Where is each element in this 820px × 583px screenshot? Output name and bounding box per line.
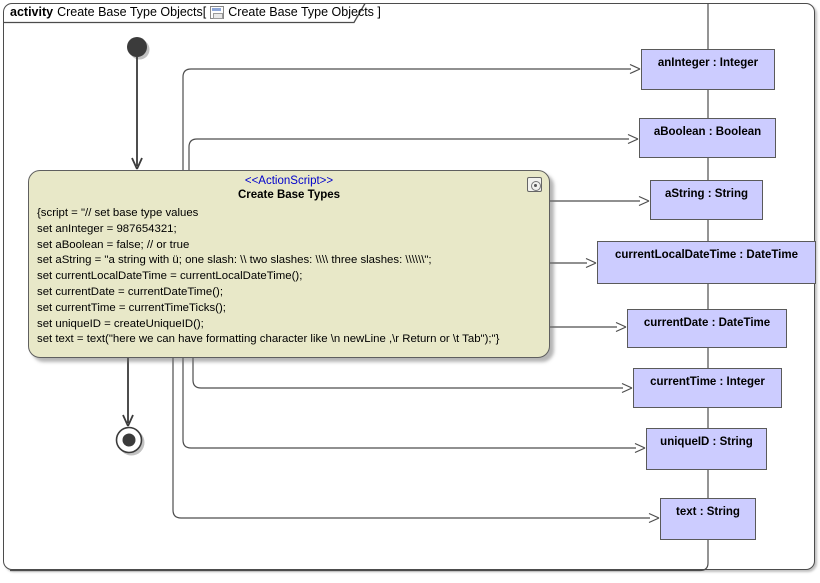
frame-keyword: activity (10, 5, 54, 19)
object-node-label: text : String (676, 506, 740, 518)
action-create-base-types[interactable]: <<ActionScript>> Create Base Types {scri… (28, 170, 550, 358)
flow-to-aninteger[interactable] (182, 63, 641, 171)
flow-to-currentdate[interactable] (550, 321, 627, 333)
object-node-currenttime[interactable]: currentTime : Integer (633, 368, 782, 408)
script-action-icon (527, 177, 542, 192)
script-line: set aBoolean = false; // or true (37, 238, 190, 251)
flow-to-text[interactable] (172, 358, 660, 524)
object-node-label: currentLocalDateTime : DateTime (615, 249, 798, 261)
frame-title: activity Create Base Type Objects[ Creat… (10, 5, 381, 19)
script-line: set currentTime = currentTimeTicks(); (37, 301, 226, 314)
flow-action-to-final[interactable] (122, 358, 134, 427)
script-line: set anInteger = 987654321; (37, 222, 177, 235)
object-node-aboolean[interactable]: aBoolean : Boolean (639, 118, 776, 158)
script-line: set aString = "a string with ü; one slas… (37, 254, 432, 267)
flow-to-aboolean[interactable] (188, 133, 639, 171)
final-node-dot (122, 433, 136, 447)
object-node-currentdate[interactable]: currentDate : DateTime (627, 309, 787, 348)
action-script-body: {script = "// set base type values set a… (29, 206, 549, 348)
initial-node[interactable] (127, 37, 147, 57)
object-node-label: aBoolean : Boolean (653, 126, 762, 138)
flow-to-currentlocaldatetime[interactable] (550, 257, 597, 269)
activity-diagram-icon (210, 5, 225, 19)
object-node-label: currentDate : DateTime (643, 317, 771, 329)
flow-to-currenttime[interactable] (192, 358, 633, 394)
action-stereotype: <<ActionScript>> (244, 175, 334, 187)
object-node-label: uniqueID : String (660, 436, 753, 448)
flow-to-astring[interactable] (550, 195, 650, 207)
object-node-label: aString : String (664, 188, 749, 200)
object-node-label: anInteger : Integer (657, 57, 759, 69)
title-tab-outline (3, 3, 366, 24)
object-node-label: currentTime : Integer (650, 376, 765, 388)
object-node-text[interactable]: text : String (660, 498, 756, 540)
script-line: set text = text("here we can have format… (37, 333, 500, 346)
object-node-chain-line[interactable] (10, 4, 709, 572)
frame-name: Create Base Type Objects[ (57, 5, 207, 19)
object-node-currentlocaldatetime[interactable]: currentLocalDateTime : DateTime (597, 241, 816, 284)
script-line: set uniqueID = createUniqueID(); (37, 317, 204, 330)
flow-to-uniqueid[interactable] (182, 358, 646, 454)
flow-initial-to-action[interactable] (131, 57, 143, 170)
action-name: Create Base Types (237, 189, 341, 201)
script-line: set currentLocalDateTime = currentLocalD… (37, 270, 303, 283)
object-node-uniqueid[interactable]: uniqueID : String (646, 428, 767, 470)
script-line: set currentDate = currentDateTime(); (37, 285, 224, 298)
object-node-astring[interactable]: aString : String (650, 180, 763, 220)
object-node-aninteger[interactable]: anInteger : Integer (641, 49, 775, 90)
script-line: {script = "// set base type values (37, 207, 199, 219)
frame-diagram-name: Create Base Type Objects ] (228, 5, 381, 19)
